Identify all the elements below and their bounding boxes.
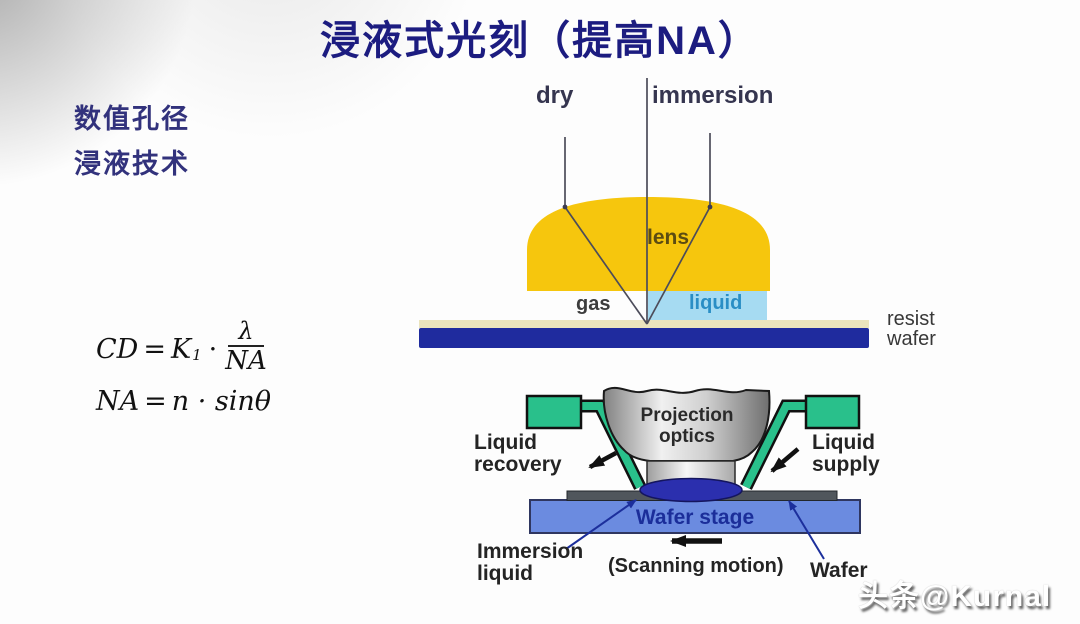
supply-flow-arrow xyxy=(770,447,800,473)
liquid-supply-label: Liquid supply xyxy=(812,431,880,476)
na-lhs: NA xyxy=(96,385,140,417)
dry-refraction-point xyxy=(562,204,568,210)
resist-label: resist xyxy=(887,308,935,330)
immersion-liquid-blob xyxy=(639,477,743,503)
cd-denominator: NA xyxy=(225,345,267,376)
cd-subscript: 1 xyxy=(192,346,202,364)
projection-optics-body xyxy=(602,386,771,462)
cd-formula: CD = K 1 · λ NA xyxy=(96,318,271,378)
cd-lhs: CD xyxy=(96,333,139,365)
na-formula: NA = n · sinθ xyxy=(96,380,271,422)
wafer-stage-label: Wafer stage xyxy=(635,506,755,529)
resist-layer xyxy=(419,320,869,328)
cd-equals: = xyxy=(143,333,166,365)
wafer-bottom-label: Wafer xyxy=(810,559,868,582)
cd-dot: · xyxy=(208,333,218,365)
wafer-layer xyxy=(419,328,869,348)
immersion-liquid-pointer xyxy=(565,499,637,550)
liquid-recovery-box xyxy=(525,394,583,430)
liquid-label: liquid xyxy=(689,292,743,314)
liquid-supply-tube xyxy=(740,399,808,490)
gas-label: gas xyxy=(576,293,611,315)
dry-ray-refracted xyxy=(564,206,648,325)
sidebar-immersion-technology: 浸液技术 xyxy=(74,149,190,179)
light-rays xyxy=(564,78,711,325)
immersion-label: immersion xyxy=(652,82,774,109)
liquid-supply-box xyxy=(804,394,861,430)
lens-shape xyxy=(527,197,770,291)
liquid-recovery-label: Liquid recovery xyxy=(474,431,562,476)
cd-fraction: λ NA xyxy=(225,318,267,376)
wafer-side-label: wafer xyxy=(887,328,936,350)
immersion-ray-refracted xyxy=(646,206,711,325)
watermark: 头条@Kurnal xyxy=(858,580,1052,613)
immersion-refraction-point xyxy=(707,204,713,210)
immersion-liquid-label: Immersion liquid xyxy=(477,540,584,585)
lens-label: lens xyxy=(647,226,690,249)
slide-title: 浸液式光刻（提高NA） xyxy=(320,19,760,63)
formula-block: CD = K 1 · λ NA NA = n · sinθ xyxy=(96,318,271,422)
cd-numerator: λ xyxy=(228,318,264,347)
cd-coefficient: K xyxy=(170,333,192,365)
sidebar-numerical-aperture: 数值孔径 xyxy=(74,104,190,134)
scanning-motion-label: (Scanning motion) xyxy=(608,555,784,577)
wafer-pointer xyxy=(788,500,825,560)
dry-label: dry xyxy=(536,82,574,109)
liquid-recovery-tube xyxy=(578,399,646,490)
projection-optics-label: Projection optics xyxy=(640,405,734,447)
liquid-region xyxy=(648,291,767,320)
na-equals: = xyxy=(144,385,167,417)
recovery-flow-arrow xyxy=(588,451,618,469)
na-rhs: n · sinθ xyxy=(171,385,272,417)
